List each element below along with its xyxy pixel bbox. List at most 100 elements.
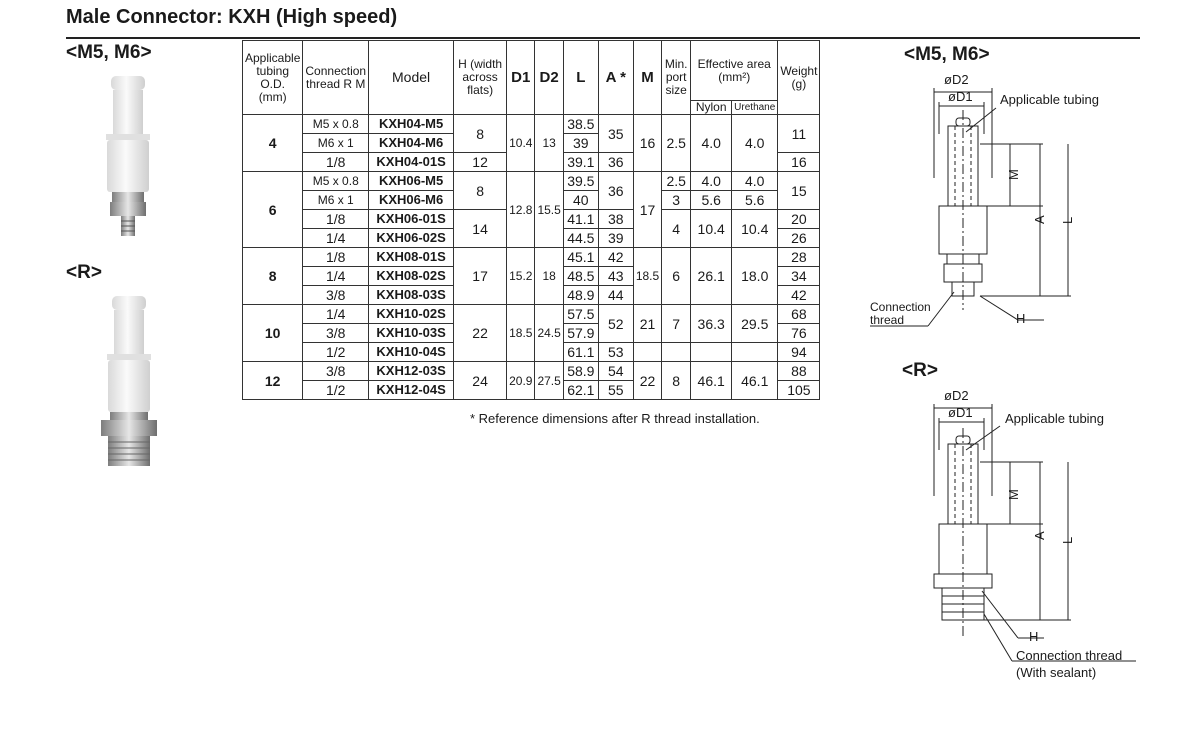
cell-urethane: 5.6 [731,190,779,210]
cell-port [661,342,692,362]
section-label-r: <R> [66,262,102,283]
cell-m: 16 [632,114,663,172]
cell-urethane: 18.0 [731,247,779,305]
cell-l: 39.1 [562,152,599,172]
cell-l: 48.9 [562,285,599,305]
cell-d2: 24.5 [534,304,564,362]
header-l: L [562,40,599,115]
cell-model: KXH10-03S [368,323,455,343]
cell-weight: 15 [777,171,821,210]
label-thread: thread [870,313,904,327]
title-rule [66,37,1140,39]
drawing-label-m5-m6: <M5, M6> [904,44,990,65]
cell-od: 12 [241,361,304,400]
label-applicable-tubing: Applicable tubing [1000,92,1099,107]
header-tubing: Applicable tubing O.D. (mm) [241,40,304,115]
dimension-drawing-r: øD2 øD1 Applicable tubing M A L H Connec… [933,388,1136,680]
cell-thread: M6 x 1 [302,190,370,210]
cell-model: KXH08-02S [368,266,455,286]
cell-thread: 1/8 [302,152,370,172]
reference-note: * Reference dimensions after R thread in… [470,411,760,426]
header-d1: D1 [506,40,536,115]
page-title: Male Connector: KXH (High speed) [66,6,398,28]
cell-port: 8 [661,361,692,400]
label-dim-h: H [1029,629,1038,644]
cell-thread: 1/8 [302,247,370,267]
label-connection: Connection [870,300,931,314]
label-dim-a: A [1032,215,1047,224]
cell-m [632,342,663,362]
cell-thread: M6 x 1 [302,133,370,153]
cell-urethane: 46.1 [731,361,779,400]
cell-port: 3 [661,190,692,210]
cell-thread: 3/8 [302,285,370,305]
cell-weight: 76 [777,323,821,343]
cell-m: 17 [632,171,663,248]
header-weight: Weight (g) [777,40,821,115]
cell-a: 36 [597,171,634,210]
cell-d2: 15.5 [534,171,564,248]
cell-model: KXH10-04S [368,342,455,362]
cell-a: 35 [597,114,634,153]
cell-d1: 18.5 [506,304,536,362]
product-photo-r [101,296,157,466]
cell-model: KXH10-02S [368,304,455,324]
cell-nylon: 10.4 [690,209,733,248]
header-thread: Connection thread R M [302,40,370,115]
cell-weight: 26 [777,228,821,248]
cell-d1: 12.8 [506,171,536,248]
cell-a: 55 [597,380,634,400]
header-urethane: Urethane [731,100,779,115]
cell-model: KXH04-M6 [368,133,455,153]
cell-model: KXH04-01S [368,152,455,172]
cell-a: 43 [597,266,634,286]
cell-d2: 27.5 [534,361,564,400]
cell-port: 7 [661,304,692,343]
cell-l: 62.1 [562,380,599,400]
cell-model: KXH06-M5 [368,171,455,191]
cell-urethane [731,342,779,362]
cell-d2: 13 [534,114,564,172]
header-effective-area: Effective area (mm²) [690,40,779,101]
cell-urethane: 4.0 [731,171,779,191]
cell-port: 2.5 [661,171,692,191]
cell-thread: 3/8 [302,361,370,381]
cell-l: 48.5 [562,266,599,286]
cell-a: 39 [597,228,634,248]
cell-l: 58.9 [562,361,599,381]
label-applicable-tubing: Applicable tubing [1005,411,1104,426]
label-dim-l: L [1060,217,1075,224]
cell-h: 14 [453,209,508,248]
cell-nylon: 4.0 [690,171,733,191]
cell-l: 38.5 [562,114,599,134]
cell-l: 57.5 [562,304,599,324]
label-dim-h: H [1016,311,1025,326]
product-photo-m5-m6 [106,76,150,236]
cell-d2: 18 [534,247,564,305]
cell-weight: 20 [777,209,821,229]
cell-weight: 88 [777,361,821,381]
cell-thread: 1/4 [302,304,370,324]
label-connection-thread: Connection thread [1016,648,1122,663]
header-min-port: Min. port size [661,40,692,115]
cell-nylon: 5.6 [690,190,733,210]
cell-urethane: 10.4 [731,209,779,248]
cell-nylon: 26.1 [690,247,733,305]
header-h: H (width across flats) [453,40,508,115]
label-dim-l: L [1060,537,1075,544]
cell-model: KXH06-01S [368,209,455,229]
cell-l: 61.1 [562,342,599,362]
label-dim-m: M [1006,169,1021,180]
header-model: Model [368,40,455,115]
cell-od: 6 [241,171,304,248]
cell-thread: 1/4 [302,266,370,286]
cell-port: 6 [661,247,692,305]
cell-urethane: 29.5 [731,304,779,343]
